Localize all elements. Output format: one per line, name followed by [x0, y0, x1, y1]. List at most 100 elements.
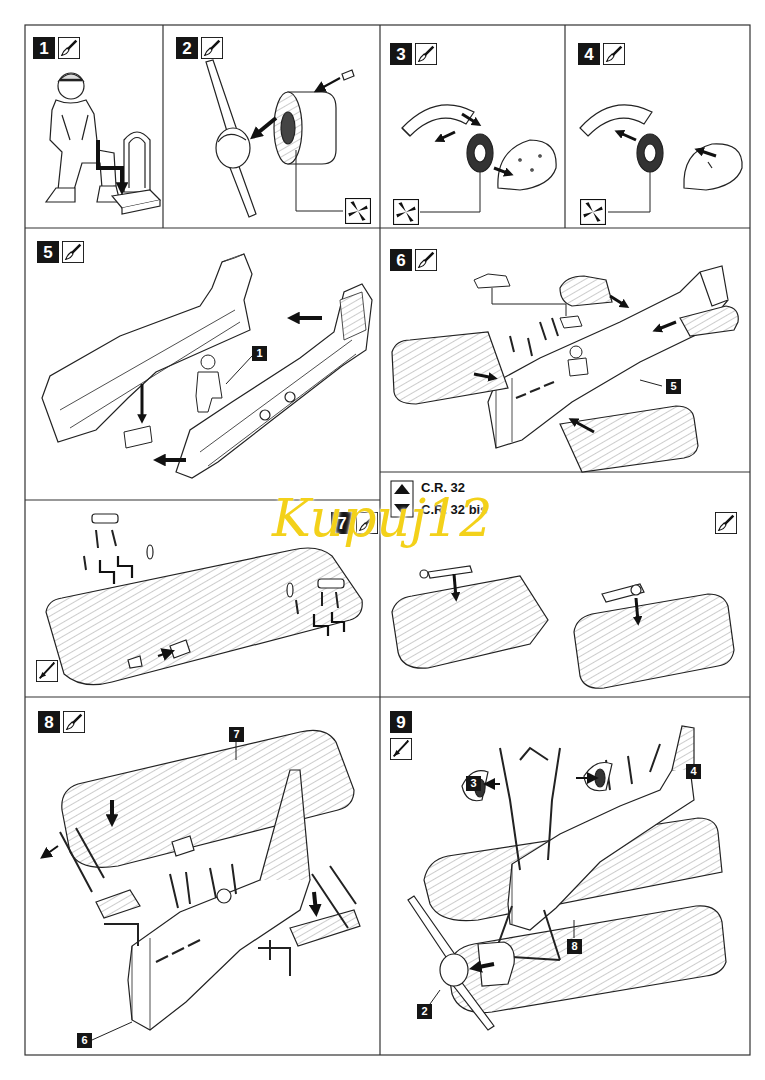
- fuselage: [132, 938, 150, 1030]
- leader-line: [430, 990, 440, 1004]
- gun-part: [420, 566, 644, 602]
- number-text: 4: [690, 766, 696, 777]
- assembly-arrow: [494, 168, 510, 174]
- fuselage: [700, 272, 728, 306]
- small-part: [474, 274, 510, 288]
- strut-part: [312, 866, 356, 928]
- upper-wing: [448, 906, 726, 1013]
- strut-part: [258, 940, 290, 976]
- strut-part: [287, 583, 293, 597]
- assembly-arrow: [158, 458, 186, 462]
- propeller-icon: [394, 200, 419, 225]
- mount-arrow: [314, 614, 328, 636]
- upper-wing: [46, 548, 362, 685]
- upper-wing: [170, 640, 190, 658]
- assembly-arrow: [618, 132, 636, 140]
- pilot-seat: [122, 200, 160, 214]
- watermark: Kupuj12: [272, 492, 492, 544]
- wheel-spat: [584, 763, 612, 791]
- paint-icon: [58, 37, 79, 58]
- pilot-seat: [124, 132, 150, 192]
- number-text: 8: [44, 714, 53, 731]
- callout-number: 4: [686, 764, 701, 779]
- panel-frame: [380, 471, 750, 472]
- engine-cowl: [342, 70, 354, 80]
- pilot-seat: [112, 132, 160, 214]
- upper-wing: [46, 548, 362, 685]
- step-number: 5: [37, 241, 59, 263]
- gun-part: [631, 585, 641, 595]
- paint-icon: [415, 249, 436, 270]
- assembly-arrow: [488, 783, 500, 785]
- fuselage: [260, 770, 310, 880]
- assembly-arrow: [576, 777, 594, 779]
- propeller-icon: [581, 200, 606, 225]
- panel-frame: [25, 25, 750, 1055]
- fuselage: [508, 768, 694, 930]
- assembly-arrow: [656, 322, 676, 330]
- panel-frame: [564, 25, 565, 228]
- propeller: [206, 60, 256, 217]
- pilot-figure: [46, 188, 75, 202]
- upper-wing: [62, 730, 354, 867]
- number-text: 7: [233, 729, 239, 740]
- wheel-spat: [474, 144, 486, 162]
- wheel-spat: [708, 162, 712, 168]
- number-text: 5: [43, 244, 52, 261]
- fuselage-half: [176, 284, 372, 478]
- callout-number: 7: [229, 727, 244, 742]
- pilot-figure: [196, 372, 222, 412]
- step-number: 3: [390, 43, 412, 65]
- propeller: [206, 60, 239, 138]
- assembly-arrow: [610, 296, 626, 306]
- wheel-spat: [402, 105, 556, 190]
- propeller: [218, 134, 246, 142]
- callout-number: 5: [666, 379, 681, 394]
- wheel-spat: [644, 144, 656, 162]
- assembly-arrow: [318, 78, 340, 90]
- assembly-arrow: [454, 574, 456, 598]
- landing-gear: [500, 748, 560, 870]
- lower-wing-edge: [290, 910, 360, 946]
- strut-part: [296, 592, 338, 614]
- tailplane: [560, 276, 738, 336]
- callout-number: 6: [77, 1033, 92, 1048]
- bulkhead-part: [124, 426, 152, 448]
- assembly-arrow: [636, 598, 638, 622]
- callout-number: 3: [466, 776, 481, 791]
- fuselage: [217, 889, 231, 903]
- lower-wing: [560, 406, 698, 472]
- callout-number: 1: [252, 346, 267, 361]
- strut-part: [104, 924, 138, 946]
- fuselage-half: [340, 292, 366, 340]
- small-part: [560, 316, 582, 328]
- panel-frame: [25, 227, 750, 228]
- wheel-spat: [498, 140, 556, 190]
- mount-arrow: [332, 612, 344, 632]
- fuselage-half: [222, 254, 244, 262]
- strut-part: [60, 828, 104, 892]
- upper-wing: [172, 836, 194, 856]
- tailplane: [560, 276, 612, 306]
- paint-icon: [390, 738, 411, 759]
- pilot-figure: [568, 358, 588, 376]
- paint-icon: [62, 241, 83, 262]
- pilot-figure: [50, 100, 116, 190]
- lower-wing: [574, 594, 734, 688]
- step-number: 2: [176, 37, 198, 59]
- panel-frame: [162, 25, 163, 228]
- assembly-arrow: [292, 316, 322, 320]
- wheel-spat: [531, 169, 533, 171]
- fuselage: [508, 726, 694, 930]
- fuselage: [156, 940, 200, 962]
- number-text: 2: [421, 1006, 427, 1017]
- number-text: 3: [470, 778, 476, 789]
- fuselage-half: [42, 254, 372, 478]
- strut-part: [92, 514, 118, 523]
- paint-icon: [201, 37, 222, 58]
- assembly-arrow: [110, 800, 114, 822]
- assembly-arrow: [254, 118, 276, 136]
- wheel-spat: [580, 105, 652, 136]
- strut-part: [318, 579, 344, 588]
